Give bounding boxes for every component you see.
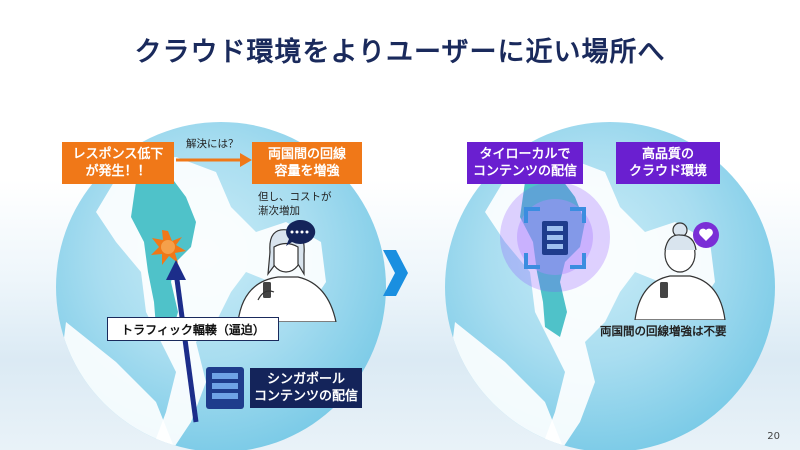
local-server-icon xyxy=(524,207,586,269)
heart-bubble-icon xyxy=(693,222,719,248)
page-title: クラウド環境をよりユーザーに近い場所へ xyxy=(134,37,666,68)
quality-cloud-box: 高品質の クラウド環境 xyxy=(616,142,720,184)
traffic-label: トラフィック輻輳（逼迫） xyxy=(107,317,279,341)
solution-box: 両国間の回線 容量を増強 xyxy=(252,142,362,184)
landmass-sumatra xyxy=(56,322,176,450)
solution-arrow xyxy=(176,153,252,167)
problem-box: レスポンス低下 が発生！！ xyxy=(62,142,174,184)
question-label: 解決には？ xyxy=(186,138,239,150)
no-need-note: 両国間の回線増強は不要 xyxy=(600,324,727,338)
page-number: 20 xyxy=(767,431,780,442)
person-with-phone-icon-right xyxy=(634,222,726,320)
thailand xyxy=(520,177,585,337)
source-box: シンガポール コンテンツの配信 xyxy=(250,368,362,408)
landmass-sumatra xyxy=(445,322,565,450)
traffic-arrow xyxy=(173,271,199,423)
chevron-right-icon xyxy=(383,250,408,296)
server-icon xyxy=(206,367,244,409)
local-delivery-box: タイローカルで コンテンツの配信 xyxy=(467,142,583,184)
burst-icon xyxy=(151,230,186,265)
cost-note: 但し、コストが 漸次増加 xyxy=(258,191,332,217)
speech-bubble-dots-icon xyxy=(286,219,316,246)
traffic-arrowhead xyxy=(166,260,186,280)
